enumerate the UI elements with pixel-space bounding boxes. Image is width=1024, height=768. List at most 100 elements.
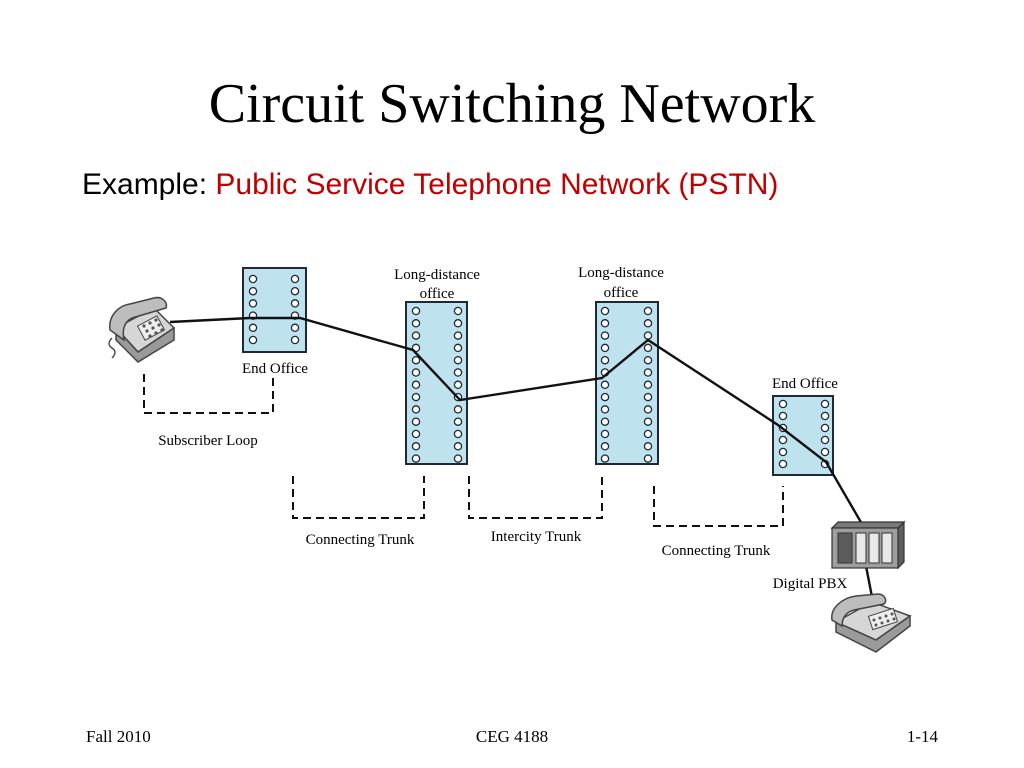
intercity-trunk-bracket: [468, 476, 603, 519]
switch-contact: [778, 399, 788, 409]
switch-contact: [290, 299, 300, 308]
switch-contact: [453, 380, 463, 390]
long-distance-label-left-line1: Long-distance: [394, 267, 480, 283]
switch-contact: [290, 323, 300, 333]
footer-page-number: 1-14: [906, 727, 938, 746]
switch-contact: [820, 399, 830, 409]
switch-contact: [453, 454, 463, 463]
switch-contact: [820, 447, 830, 457]
long-distance-label-right-line2: office: [604, 285, 639, 301]
connecting-trunk-bracket-left: [292, 476, 425, 519]
long-distance-label-left-line2: office: [420, 286, 455, 302]
switch-contact: [643, 355, 653, 365]
switch-contact: [411, 405, 421, 414]
switch-contact: [600, 343, 610, 353]
switch-contact: [778, 435, 788, 445]
switch-contact: [411, 368, 421, 377]
switch-contact: [600, 429, 610, 439]
end-office-label-right: End Office: [772, 376, 838, 392]
footer-date: Fall 2010: [86, 727, 151, 746]
switch-contact: [643, 306, 653, 316]
switch-contact: [820, 423, 830, 433]
switch-contact: [453, 368, 463, 377]
switch-contact: [643, 343, 653, 353]
switch-contact: [643, 429, 653, 439]
switch-contact: [290, 286, 300, 296]
example-value: Public Service Telephone Network (PSTN): [215, 168, 779, 201]
telephone-icon: [108, 296, 176, 363]
switch-contact: [411, 442, 421, 451]
subscriber-loop-label: Subscriber Loop: [158, 433, 258, 449]
switch-contact: [600, 442, 610, 451]
telephone-icon: [831, 593, 912, 653]
long-distance-switch-left: [405, 301, 468, 465]
switch-contact: [411, 417, 421, 426]
switch-contact: [411, 392, 421, 402]
switch-contact: [643, 417, 653, 426]
switch-contact: [600, 405, 610, 414]
switch-contact: [600, 380, 610, 390]
switch-contact: [411, 331, 421, 340]
connecting-trunk-label-right: Connecting Trunk: [662, 543, 771, 559]
end-office-switch-right: [772, 395, 834, 476]
end-office-switch-left: [242, 267, 307, 353]
switch-contact: [820, 411, 830, 421]
switch-contact: [600, 355, 610, 365]
switch-contact: [453, 331, 463, 340]
switch-contact: [248, 299, 258, 308]
subscriber-loop-bracket: [143, 374, 274, 414]
connecting-trunk-bracket-right: [653, 486, 784, 527]
example-label: Example:: [82, 168, 208, 201]
switch-contact: [778, 459, 788, 469]
switch-contact: [453, 442, 463, 451]
switch-contact: [600, 454, 610, 463]
switch-contact: [600, 417, 610, 426]
switch-contact: [453, 355, 463, 365]
switch-contact: [411, 306, 421, 316]
circuit-path: [169, 316, 864, 525]
long-distance-switch-right: [595, 301, 659, 465]
switch-contact: [643, 454, 653, 463]
switch-contact: [453, 306, 463, 316]
switch-contact: [453, 429, 463, 439]
switch-contact: [778, 447, 788, 457]
switch-contact: [248, 286, 258, 296]
switch-contact: [248, 323, 258, 333]
switch-contact: [453, 319, 463, 328]
switch-contact: [411, 380, 421, 390]
switch-contact: [600, 392, 610, 402]
switch-contact: [643, 380, 653, 390]
switch-contact: [411, 429, 421, 439]
switch-contact: [411, 319, 421, 328]
switch-contact: [820, 435, 830, 445]
switch-contact: [778, 411, 788, 421]
connecting-trunk-label-left: Connecting Trunk: [306, 532, 415, 548]
switch-contact: [411, 454, 421, 463]
switch-contact: [411, 355, 421, 365]
switch-contact: [643, 368, 653, 377]
switch-contact: [290, 274, 300, 284]
switch-contact: [453, 343, 463, 353]
switch-contact: [600, 306, 610, 316]
end-office-label-left: End Office: [242, 361, 308, 377]
footer-course: CEG 4188: [475, 727, 549, 746]
switch-contact: [248, 335, 258, 345]
switch-contact: [643, 442, 653, 451]
switch-contact: [248, 274, 258, 284]
switch-contact: [600, 319, 610, 328]
switch-contact: [290, 335, 300, 345]
slide-title: Circuit Switching Network: [208, 73, 816, 135]
example-line: Example: Public Service Telephone Networ…: [82, 168, 778, 202]
switch-contact: [643, 392, 653, 402]
switch-contact: [453, 405, 463, 414]
switch-contact: [643, 405, 653, 414]
pbx-icon: [830, 520, 906, 570]
long-distance-label-right-line1: Long-distance: [578, 265, 664, 281]
intercity-trunk-label: Intercity Trunk: [491, 529, 582, 545]
pbx-label: Digital PBX: [773, 576, 848, 592]
switch-contact: [643, 331, 653, 340]
switch-contact: [453, 417, 463, 426]
switch-contact: [600, 331, 610, 340]
switch-contact: [643, 319, 653, 328]
